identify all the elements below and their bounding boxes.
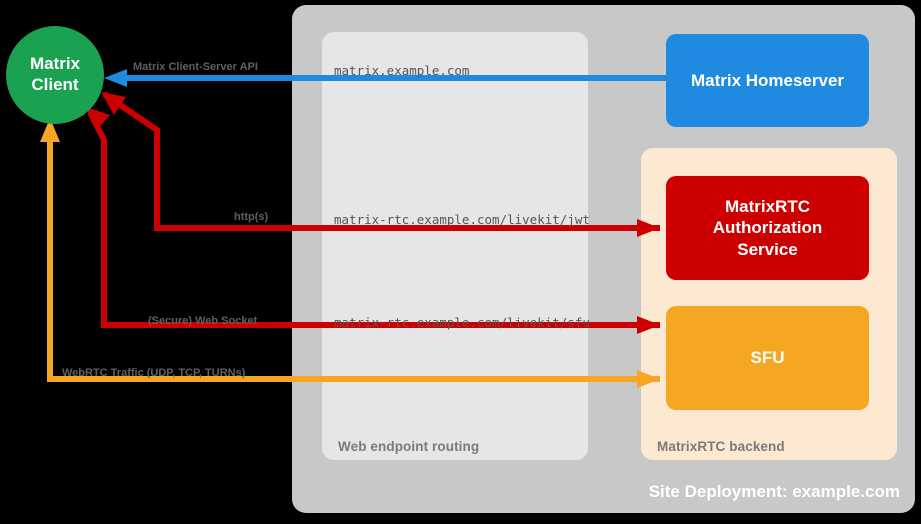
edge-label-https: http(s) [234, 211, 269, 223]
matrix-client-node[interactable]: Matrix Client [6, 26, 104, 124]
matrix-homeserver-label: Matrix Homeserver [690, 70, 845, 90]
matrix-homeserver-box[interactable]: Matrix Homeserver [666, 34, 869, 127]
web-endpoint-routing-panel [322, 32, 588, 460]
edge-label-client-server-api: Matrix Client-Server API [133, 61, 258, 73]
sfu-box[interactable]: SFU [666, 306, 869, 410]
auth-service-label-line2: Authorization [712, 218, 823, 238]
site-deployment-caption: Site Deployment: example.com [648, 482, 900, 501]
edge-label-webrtc-traffic: WebRTC Traffic (UDP, TCP, TURNs) [62, 367, 246, 379]
connection-jwt [101, 91, 660, 237]
endpoint-label-matrix-example-com: matrix.example.com [334, 63, 470, 78]
auth-service-label-line1: MatrixRTC [724, 197, 810, 217]
connection-csapi [104, 69, 666, 87]
connection-webrtc [40, 118, 660, 388]
matrix-client-label-line1: Matrix [29, 54, 81, 74]
sfu-label: SFU [750, 348, 785, 368]
matrixrtc-authorization-service-box[interactable]: MatrixRTC Authorization Service [666, 176, 869, 280]
matrix-client-label-line2: Client [31, 75, 79, 94]
web-endpoint-routing-caption: Web endpoint routing [338, 439, 480, 454]
endpoint-label-livekit-sfu: matrix-rtc.example.com/livekit/sfu [334, 315, 590, 330]
endpoint-label-livekit-jwt: matrix-rtc.example.com/livekit/jwt [334, 212, 590, 227]
edge-label-secure-web-socket: (Secure) Web Socket [148, 315, 258, 327]
matrixrtc-backend-caption: MatrixRTC backend [657, 439, 785, 454]
auth-service-label-line3: Service [737, 239, 798, 259]
connection-sfu-websocket [86, 107, 660, 334]
